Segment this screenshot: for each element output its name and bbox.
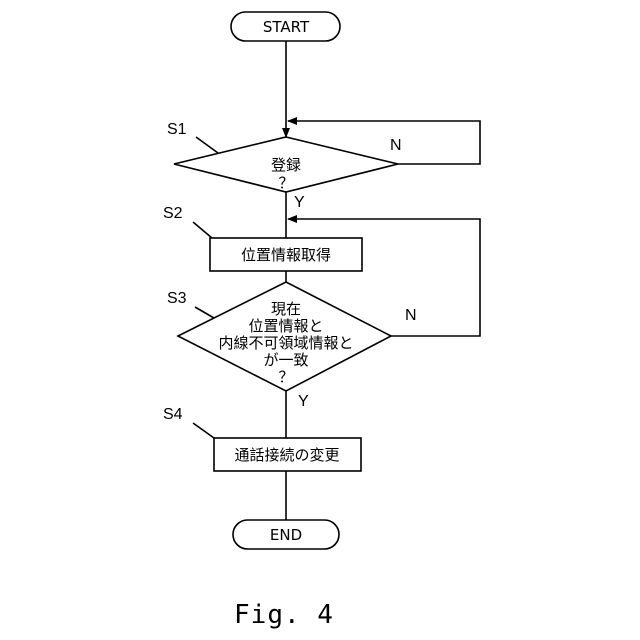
end-label: END — [270, 526, 302, 544]
process-s4-text: 通話接続の変更 — [234, 446, 339, 464]
s3-yes-label: Y — [298, 393, 309, 410]
process-s2-text: 位置情報取得 — [241, 246, 331, 264]
decision-s3: 現在 位置情報と 内線不可領域情報と が一致 ？ — [178, 282, 391, 391]
decision-s1-line-2: ？ — [278, 174, 293, 192]
decision-s3-line-5: ？ — [278, 368, 293, 386]
figure-caption: Fig. 4 — [234, 600, 334, 630]
process-s2: 位置情報取得 — [210, 238, 362, 271]
step-label-s3: S3 — [167, 290, 187, 307]
process-s4: 通話接続の変更 — [214, 438, 361, 471]
step-label-s4: S4 — [163, 406, 183, 423]
step-label-s2: S2 — [163, 205, 183, 222]
step-leader-s3 — [195, 307, 214, 318]
end-terminal: END — [233, 520, 339, 549]
s1-no-label: N — [390, 137, 402, 154]
decision-s3-line-1: 現在 — [271, 300, 301, 318]
s1-yes-label: Y — [294, 194, 305, 211]
step-label-s1: S1 — [167, 121, 187, 138]
decision-s1-line-1: 登録 — [271, 156, 301, 174]
s3-no-label: N — [405, 307, 417, 324]
decision-s3-line-3: 内線不可領域情報と — [218, 334, 353, 352]
start-label: START — [263, 18, 310, 36]
step-leader-s4 — [193, 423, 214, 438]
start-terminal: START — [231, 12, 340, 41]
step-leader-s1 — [196, 137, 218, 153]
decision-s3-line-2: 位置情報と — [248, 317, 323, 335]
step-leader-s2 — [193, 222, 212, 238]
decision-s3-line-4: が一致 — [263, 351, 308, 369]
